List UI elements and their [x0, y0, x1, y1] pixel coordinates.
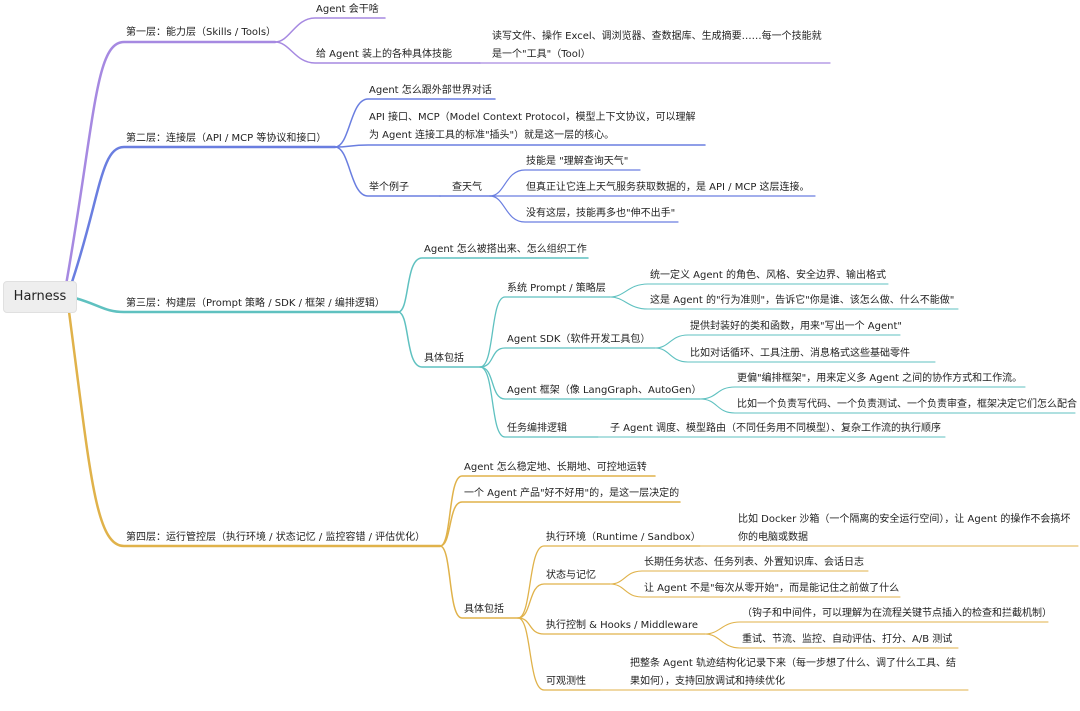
layer3-node-prompt-2: 这是 Agent 的"行为准则"，告诉它"你是谁、该怎么做、什么不能做" — [650, 295, 955, 306]
root-node: Harness — [3, 281, 77, 313]
layer3-node-prompt-1: 统一定义 Agent 的角色、风格、安全边界、输出格式 — [650, 270, 886, 281]
layer3-node-orchestration-1: 子 Agent 调度、模型路由（不同任务用不同模型）、复杂工作流的执行顺序 — [610, 423, 941, 434]
layer4-node-runtime-1: 比如 Docker 沙箱（一个隔离的安全运行空间），让 Agent 的操作不会搞… — [738, 514, 1071, 543]
layer4-node-observability-1: 把整条 Agent 轨迹结构化记录下来（每一步想了什么、调了什么工具、结果如何）… — [630, 658, 956, 687]
layer3-node-orchestration: 任务编排逻辑 — [507, 423, 567, 434]
layer4-node-hooks: 执行控制 & Hooks / Middleware — [546, 620, 699, 631]
layer4-node-b: 一个 Agent 产品"好不好用"的，是这一层决定的 — [464, 488, 680, 499]
layer4-node-runtime: 执行环境（Runtime / Sandbox） — [546, 532, 701, 543]
layer2-node-c1c: 没有这层，技能再多也"伸不出手" — [526, 208, 676, 219]
layer3-node-framework: Agent 框架（像 LangGraph、AutoGen） — [507, 385, 702, 396]
layer3-node-framework-1: 更偏"编排框架"，用来定义多 Agent 之间的协作方式和工作流。 — [737, 373, 1023, 384]
layer4-title: 第四层：运行管控层（执行环境 / 状态记忆 / 监控容错 / 评估优化） — [126, 532, 426, 543]
layer2-node-c1a: 技能是 "理解查询天气" — [526, 156, 629, 167]
layer2-node-a: Agent 怎么跟外部世界对话 — [369, 85, 492, 96]
layer1-node-b: 给 Agent 装上的各种具体技能 — [316, 49, 452, 60]
layer4-node-hooks-1: （钩子和中间件，可以理解为在流程关键节点插入的检查和拦截机制） — [742, 608, 1052, 619]
layer2-node-c: 举个例子 — [369, 182, 409, 193]
layer2-node-b: API 接口、MCP（Model Context Protocol，模型上下文协… — [369, 112, 696, 141]
branch-line-l2 — [68, 145, 337, 290]
layer3-node-a: Agent 怎么被搭出来、怎么组织工作 — [424, 244, 587, 255]
layer2-node-c1b: 但真正让它连上天气服务获取数据的，是 API / MCP 这层连接。 — [526, 182, 810, 193]
layer3-node-sdk-1: 提供封装好的类和函数，用来"写出一个 Agent" — [690, 321, 902, 332]
branch-line-l3 — [73, 296, 400, 314]
layer4-node-hooks-2: 重试、节流、监控、自动评估、打分、A/B 测试 — [742, 634, 953, 645]
layer1-title: 第一层：能力层（Skills / Tools） — [126, 27, 277, 38]
branch-line-l4 — [66, 302, 442, 548]
layer3-title: 第三层：构建层（Prompt 策略 / SDK / 框架 / 编排逻辑） — [126, 298, 385, 309]
layer1-node-b1: 读写文件、操作 Excel、调浏览器、查数据库、生成摘要……每一个技能就是一个"… — [492, 31, 822, 60]
layer4-node-memory-2: 让 Agent 不是"每次从零开始"，而是能记住之前做了什么 — [644, 583, 900, 594]
layer4-node-observability: 可观测性 — [546, 676, 586, 687]
layer3-node-framework-2: 比如一个负责写代码、一个负责测试、一个负责审查，框架决定它们怎么配合 — [737, 399, 1077, 410]
branch-line-l1 — [64, 40, 277, 287]
layer1-node-a: Agent 会干啥 — [316, 4, 379, 15]
layer3-node-sdk: Agent SDK（软件开发工具包） — [507, 334, 651, 345]
layer4-node-a: Agent 怎么稳定地、长期地、可控地运转 — [464, 462, 647, 473]
layer4-node-memory-1: 长期任务状态、任务列表、外置知识库、会话日志 — [644, 557, 864, 568]
layer4-node-memory: 状态与记忆 — [546, 570, 596, 581]
layer2-node-c1: 查天气 — [452, 182, 482, 193]
layer3-node-prompt: 系统 Prompt / 策略层 — [507, 283, 606, 294]
layer3-node-sdk-2: 比如对话循环、工具注册、消息格式这些基础零件 — [690, 348, 910, 359]
layer3-node-b: 具体包括 — [424, 353, 464, 364]
layer4-node-c: 具体包括 — [464, 604, 504, 615]
layer2-title: 第二层：连接层（API / MCP 等协议和接口） — [126, 133, 327, 144]
